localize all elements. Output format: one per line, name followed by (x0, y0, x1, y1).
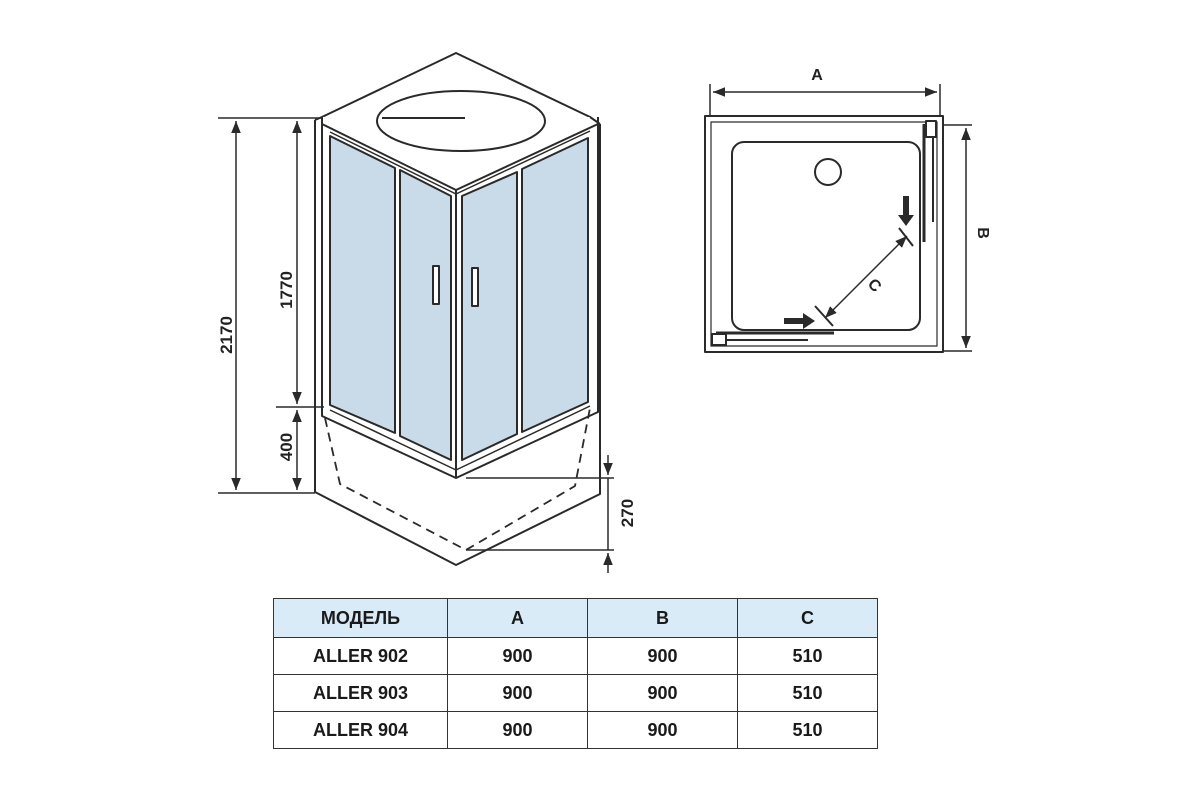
table-row: ALLER 903 900 900 510 (273, 674, 878, 712)
glass-panel-right-2 (521, 137, 589, 433)
glass-panel-left-1 (329, 135, 396, 434)
cell-a: 900 (447, 637, 588, 675)
height-dimensions (218, 117, 614, 573)
width-dimension (709, 84, 941, 116)
label-tray-depth: 270 (618, 499, 637, 527)
cell-a: 900 (447, 711, 588, 749)
cell-c: 510 (737, 674, 878, 712)
cabin-base-skirt (314, 120, 601, 566)
cell-b: 900 (587, 637, 738, 675)
header-c: C (737, 598, 878, 638)
plan-view (704, 115, 944, 353)
label-depth-b: B (974, 227, 991, 239)
table-header-row: МОДЕЛЬ A B C (273, 598, 878, 638)
glass-panel-left-2 (399, 169, 452, 461)
drain-icon (814, 158, 842, 186)
cell-model: ALLER 902 (273, 637, 448, 675)
shower-cabin-drawing: 2170 1770 400 270 A B C (217, 52, 991, 573)
cabin-isometric-view (314, 52, 601, 566)
table-row: ALLER 904 900 900 510 (273, 711, 878, 749)
model-specs-table: МОДЕЛЬ A B C ALLER 902 900 900 510 ALLER… (273, 598, 878, 749)
roof-light-icon (376, 90, 546, 152)
cell-model: ALLER 903 (273, 674, 448, 712)
label-door-c: C (864, 276, 885, 297)
cell-b: 900 (587, 711, 738, 749)
shower-tray-dashed-outline (324, 407, 591, 551)
cell-a: 900 (447, 674, 588, 712)
glass-panel-right-1 (461, 171, 518, 461)
cell-c: 510 (737, 637, 878, 675)
door-slide-arrows (784, 196, 914, 329)
label-tray-height: 400 (277, 433, 296, 461)
dim-line-c (824, 235, 908, 319)
cell-c: 510 (737, 711, 878, 749)
header-b: B (587, 598, 738, 638)
plan-tray-basin (731, 141, 921, 331)
header-model: МОДЕЛЬ (273, 598, 448, 638)
door-handle-left-icon (432, 265, 440, 305)
label-total-height: 2170 (217, 316, 236, 354)
label-cabin-height: 1770 (277, 271, 296, 309)
arrow-right-icon (784, 313, 815, 329)
cell-model: ALLER 904 (273, 711, 448, 749)
label-width-a: A (811, 67, 823, 84)
depth-dimension (943, 124, 972, 352)
plan-outer-frame (704, 115, 944, 353)
arrow-down-icon (898, 196, 914, 226)
table-row: ALLER 902 900 900 510 (273, 637, 878, 675)
cell-b: 900 (587, 674, 738, 712)
header-a: A (447, 598, 588, 638)
door-handle-right-icon (471, 267, 479, 307)
